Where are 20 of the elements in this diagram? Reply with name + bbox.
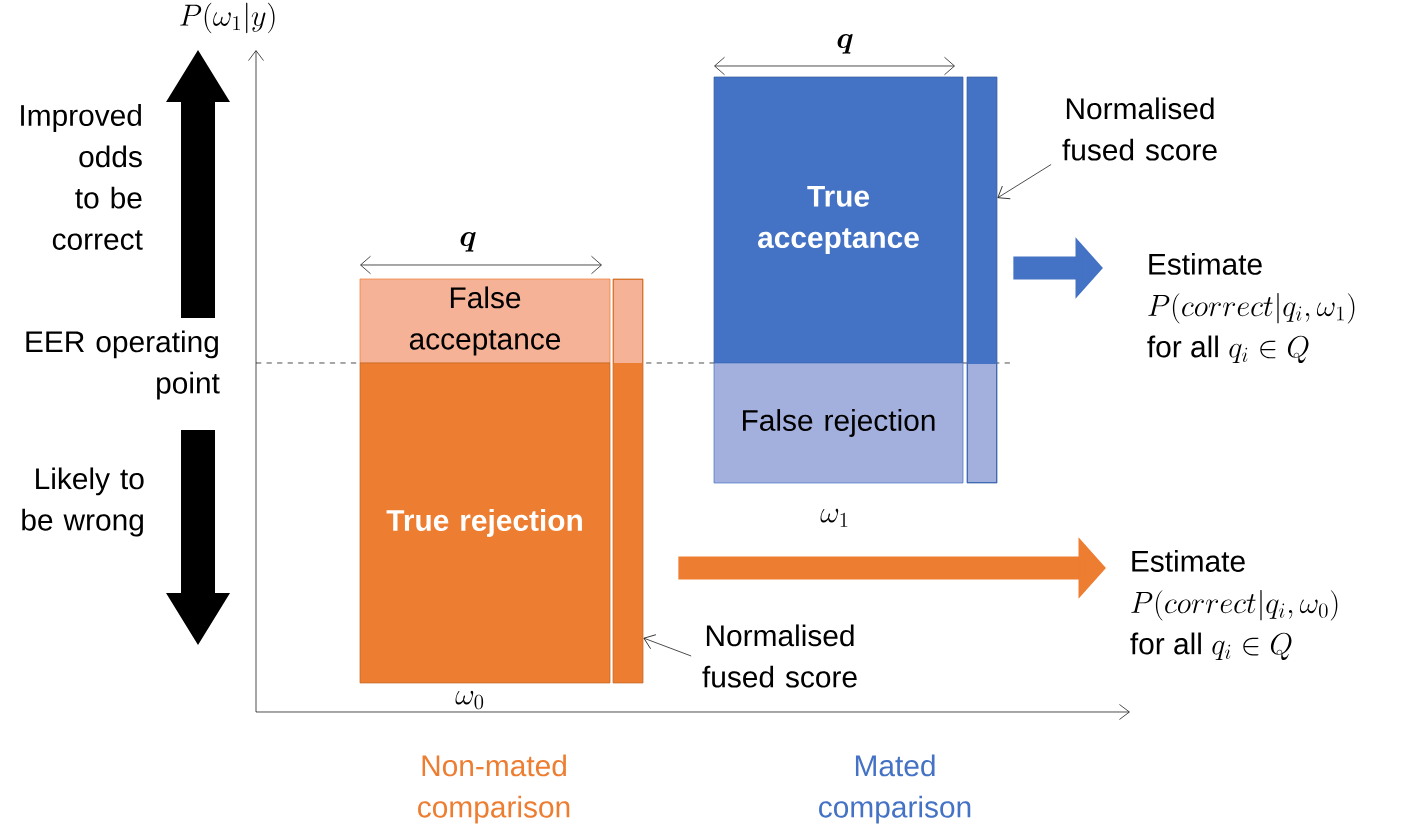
false-acceptance-box: False acceptance [359, 278, 611, 364]
comparison-label: Mated comparison [819, 754, 971, 824]
result-text: Estimate $P(correct|q_i,\omega_1)$ $\text{for all } q_i \in Q$ [1147, 252, 1355, 364]
score-bar [966, 76, 998, 484]
side-note: Likely to be wrong [22, 467, 144, 537]
score-bar [612, 278, 644, 684]
result-text: Estimate $P(correct|q_i,\omega_0)$ $\text{for all } q_i \in Q$ [1130, 549, 1338, 661]
dimension-label: $\boldsymbol{q}$ [837, 34, 853, 54]
false-rejection-box: False rejection [713, 362, 964, 484]
side-note: Improved odds to be correct [21, 104, 143, 250]
leader-line [643, 634, 692, 657]
side-note: EER operating point [26, 330, 220, 400]
comparison-label: Non-mated comparison [418, 754, 570, 824]
dimension-label: $\boldsymbol{q}$ [460, 232, 476, 252]
axis-label: $P(\omega_1|y)$ [180, 2, 275, 34]
leader-line [997, 164, 1052, 200]
true-acceptance-box: True acceptance [713, 76, 964, 364]
note-text: Normalised fused score [1062, 97, 1217, 161]
class-label: $\omega_1$ [820, 508, 848, 527]
note-text: Normalised fused score [702, 624, 857, 688]
